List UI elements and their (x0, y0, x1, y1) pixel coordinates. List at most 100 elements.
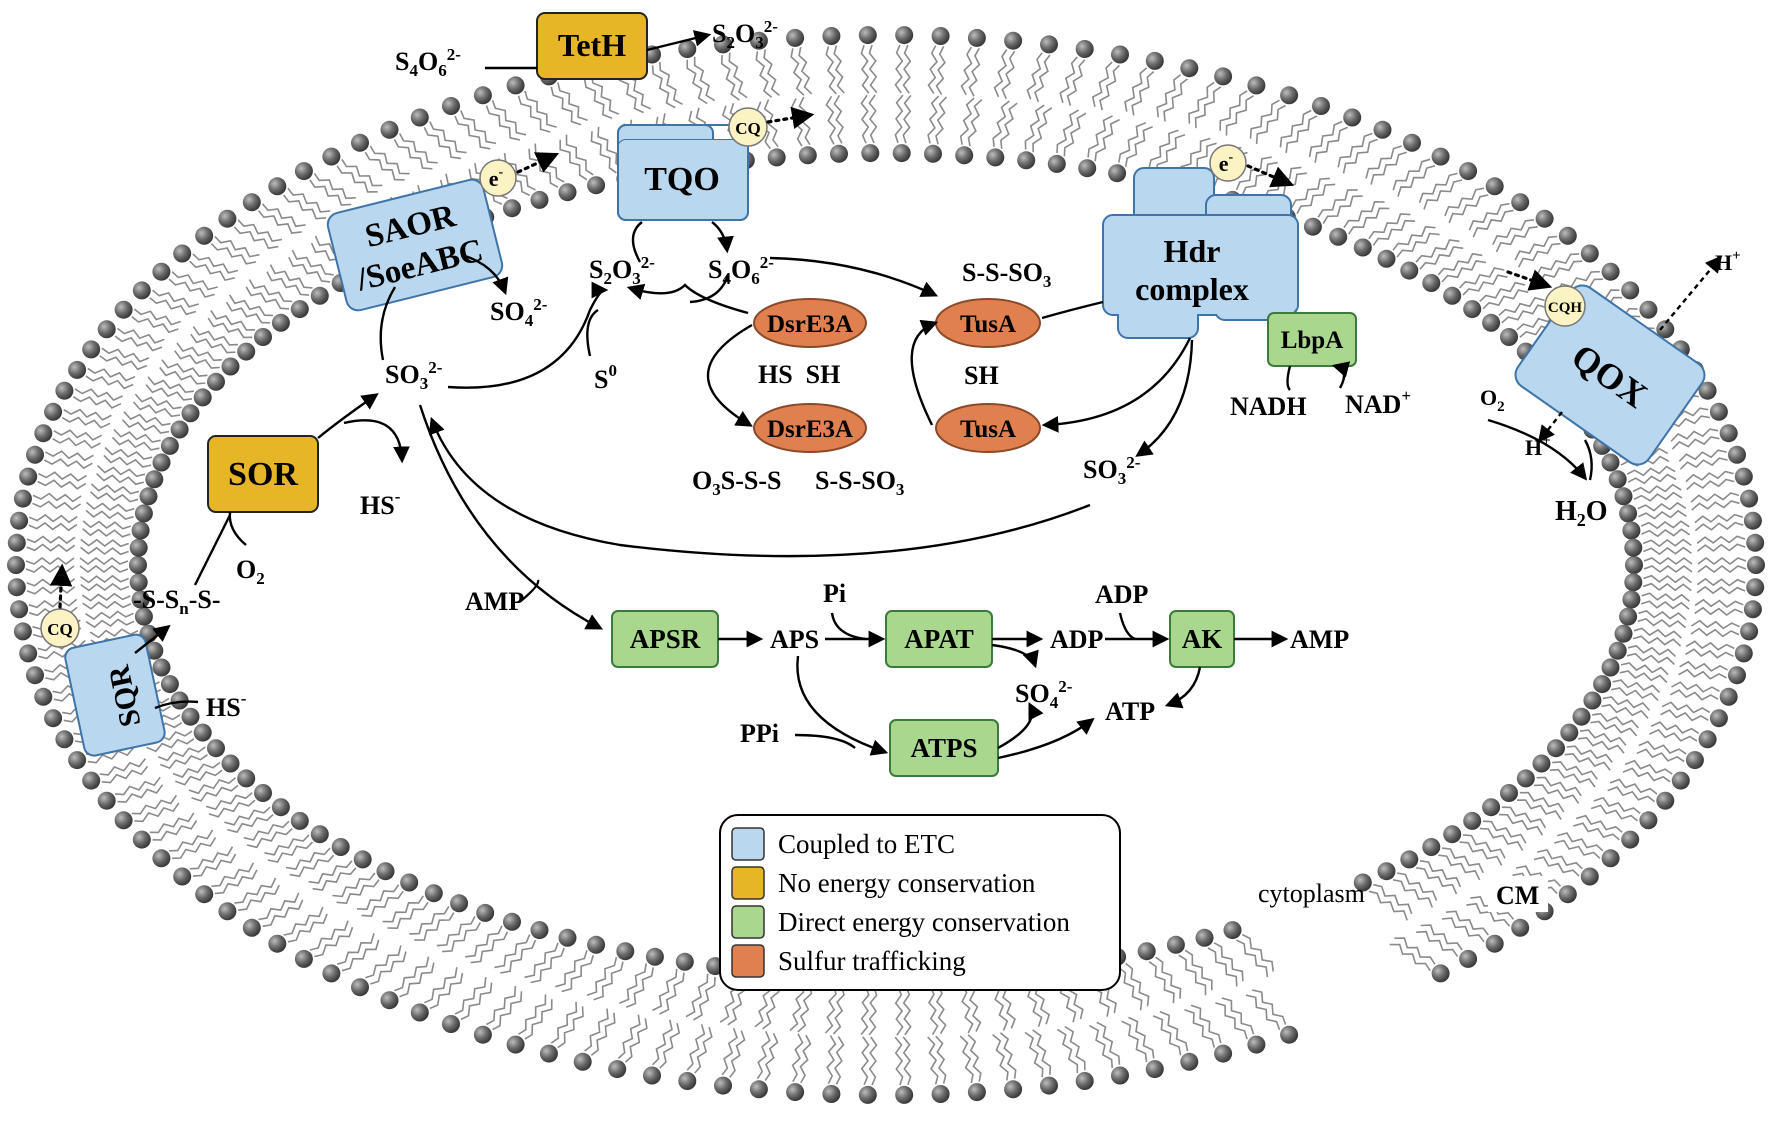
lipid-tail (208, 799, 256, 818)
lipid-tail (1697, 557, 1747, 565)
lipid-tail (1213, 942, 1244, 982)
lipid-tail (214, 235, 260, 258)
lipid-tail (1533, 856, 1580, 877)
lipid-tail (1416, 930, 1459, 958)
svg-text:S-S-SO3: S-S-SO3 (962, 258, 1051, 291)
lipid-head (1743, 511, 1762, 530)
lipid-tail (117, 327, 165, 344)
sor-label: SOR (228, 456, 298, 493)
lipid-tail (210, 310, 256, 331)
lipid-tail (729, 1030, 746, 1078)
lipid-tail (686, 1024, 706, 1071)
lipid-tail (1649, 728, 1698, 742)
svg-text:APS: APS (770, 625, 819, 654)
lipid-tail (1308, 120, 1343, 158)
lipid-tail (1498, 296, 1545, 316)
lipid-head (131, 521, 150, 540)
lipid-tail (79, 557, 129, 565)
lipid-tail (288, 256, 331, 283)
lipid-tail (1515, 865, 1562, 887)
lipid-tail (555, 950, 588, 988)
lipid-tail (1423, 179, 1463, 210)
lipid-head (400, 873, 419, 892)
lipid-tail (1394, 937, 1436, 965)
lipid-head (1078, 159, 1097, 178)
svg-text:O3S-S-S: O3S-S-S (692, 466, 781, 499)
lipid-tail (825, 95, 837, 145)
lipid-tail (1125, 962, 1150, 1007)
lipid-tail (1444, 187, 1485, 217)
lipid-tail (283, 906, 324, 936)
lipid-head (1656, 791, 1675, 810)
lipid-head (1740, 622, 1759, 641)
lipid-tail (798, 46, 813, 95)
lipid-head (353, 850, 372, 869)
lipid-tail (134, 802, 180, 823)
lipid-tail (961, 984, 974, 1034)
lipid-head (1698, 381, 1717, 400)
lipid-tail (1215, 1002, 1248, 1040)
lipid-head (1482, 798, 1501, 817)
atps-enzyme: ATPS (889, 719, 999, 777)
lipid-tail (224, 806, 271, 826)
svg-text:SH: SH (964, 361, 999, 390)
lipid-head (1004, 31, 1023, 50)
lipid-tail (1445, 910, 1489, 936)
lipid-head (1040, 35, 1058, 54)
lipid-tail (935, 1035, 947, 1084)
lipid-head (967, 28, 986, 47)
lipid-head (1621, 830, 1640, 849)
lipid-head (503, 912, 521, 931)
lipid-head (26, 445, 44, 464)
lipid-tail (332, 872, 376, 898)
svg-text:SO42-: SO42- (490, 295, 548, 330)
lipid-tail (72, 396, 122, 409)
lipid-tail (1066, 59, 1086, 106)
lipid-head (10, 600, 29, 619)
lipid-tail (1564, 753, 1611, 771)
apat-label: APAT (904, 624, 974, 654)
lipid-head (1312, 97, 1330, 115)
lipid-head (55, 381, 74, 400)
lipid-tail (45, 450, 94, 462)
lipid-tail (721, 1027, 738, 1076)
lipid-head (924, 144, 942, 163)
lipid-tail (132, 401, 181, 418)
lipid-head (195, 226, 214, 245)
lipid-tail (693, 56, 716, 102)
svg-text:-S-Sn-S-: -S-Sn-S- (133, 585, 221, 618)
lipid-head (822, 27, 841, 45)
tqo-enzyme: TQO (617, 124, 749, 221)
lipid-head (503, 199, 521, 218)
lipid-tail (99, 758, 147, 776)
lipid-tail (1638, 740, 1687, 755)
lipid-tail (685, 973, 709, 1018)
lipid-head (376, 862, 395, 881)
lipid-tail (1219, 90, 1248, 131)
lipid-tail (959, 97, 975, 145)
lipid-head (1601, 262, 1620, 281)
lipid-tail (1188, 81, 1215, 124)
lipid-tail (518, 994, 547, 1035)
lipid-tail (454, 115, 491, 150)
lipid-tail (264, 834, 310, 856)
lipid-tail (1620, 662, 1669, 676)
lipid-head (645, 947, 664, 966)
lipid-head (749, 31, 768, 50)
lipid-tail (1397, 165, 1436, 197)
lipid-tail (336, 165, 378, 193)
lipid-tail (312, 867, 357, 891)
lipid-head (1622, 590, 1641, 609)
lipid-tail (97, 465, 146, 478)
lipid-tail (1342, 138, 1378, 174)
lipid-head (145, 641, 164, 660)
lipid-tail (1343, 200, 1385, 229)
lipid-head (1403, 133, 1421, 152)
lipid-head (714, 35, 732, 54)
lipid-head (1601, 658, 1620, 677)
lipid-tail (1696, 577, 1746, 587)
lipid-head (170, 691, 189, 710)
lipid-tail (1535, 253, 1580, 277)
lipid-tail (291, 249, 334, 276)
dsre3a-bottom: DsrE3A (753, 403, 867, 453)
